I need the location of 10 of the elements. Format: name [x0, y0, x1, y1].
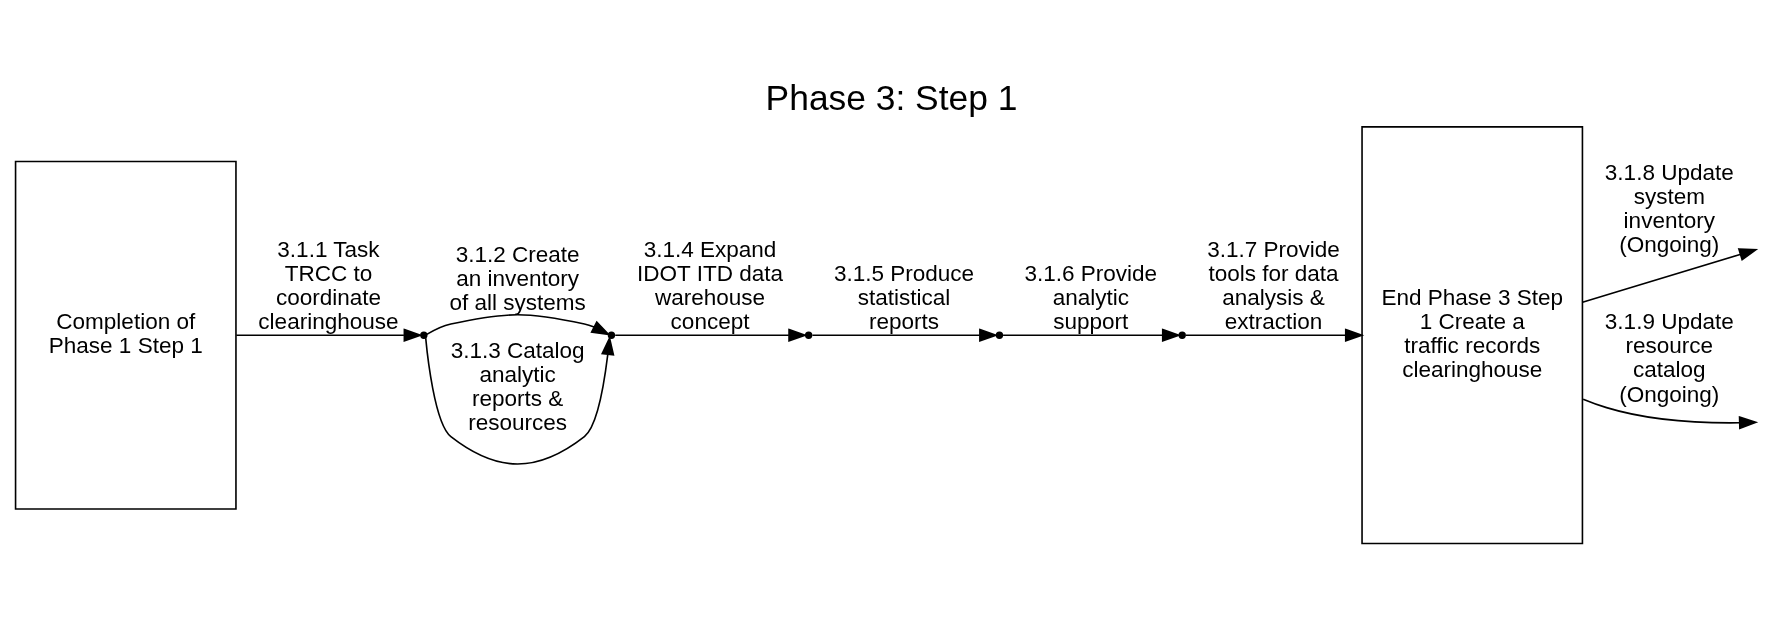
- edge-label: 3.1.7 Provide tools for data analysis & extraction: [1207, 236, 1340, 335]
- edge-label: 3.1.6 Provide analytic support: [1024, 260, 1158, 335]
- edge-label: 3.1.3 Catalog analytic reports & resources: [450, 338, 585, 436]
- edge-label: 3.1.2 Create an inventory of all systems: [449, 241, 586, 315]
- edge-label: 3.1.9 Update resource catalog (Ongoing): [1604, 309, 1734, 407]
- edge-label: 3.1.4 Expand IDOT ITD data warehouse concept: [637, 236, 784, 335]
- edge-label: 3.1.1 Task TRCC to coordinate clearinghouse: [258, 236, 399, 335]
- edge-label: 3.1.5 Produce statistical reports: [833, 260, 975, 335]
- diagram-title: Phase 3: Step 1: [765, 78, 1018, 118]
- edge-label: 3.1.8 Update system inventory (Ongoing): [1604, 159, 1734, 257]
